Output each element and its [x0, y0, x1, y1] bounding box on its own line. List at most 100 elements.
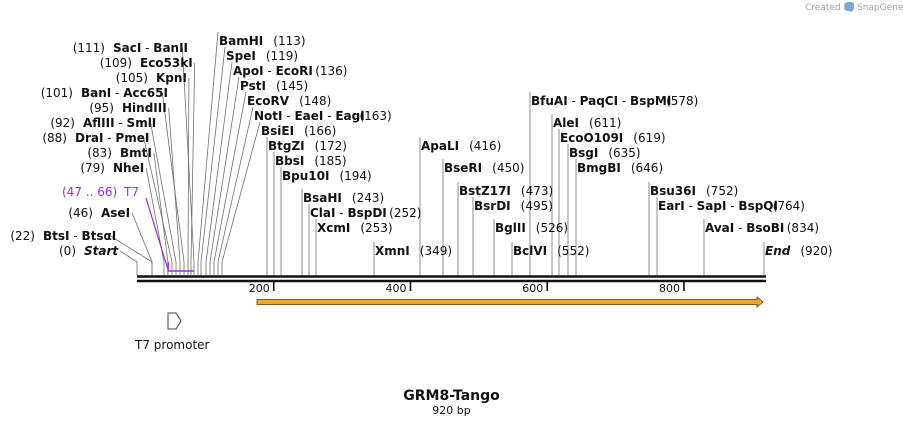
site-s9[interactable]: BanI - Acc65I(101): [41, 86, 168, 100]
enzyme-name: ClaI: [310, 206, 335, 220]
enzyme-separator: -: [70, 229, 82, 243]
site-s8[interactable]: HindIII(95): [89, 101, 166, 115]
enzyme-name: EaeI: [294, 109, 323, 123]
site-s39[interactable]: EarI - SapI - BspQI(764): [658, 199, 805, 213]
feature-t7-promoter[interactable]: T7 promoter: [134, 312, 210, 352]
site-s23[interactable]: BsaHI(243): [303, 191, 384, 205]
site-s33[interactable]: BfuAI - PaqCI - BspMI(578): [531, 94, 698, 108]
site-s37[interactable]: BmgBI (646): [577, 161, 663, 175]
enzyme-name: BseRI: [444, 161, 482, 175]
enzyme-name: BsiEI: [261, 124, 294, 138]
site-name: Bpu10I: [282, 169, 329, 183]
site-s6[interactable]: DraI - PmeI(88): [42, 131, 149, 145]
site-name: AleI: [553, 116, 579, 130]
site-position: (172): [315, 139, 347, 153]
site-name: BanI - Acc65I: [81, 86, 168, 100]
site-s28[interactable]: BseRI (450): [444, 161, 524, 175]
site-s38[interactable]: Bsu36I(752): [650, 184, 738, 198]
site-name: BmtI: [120, 146, 152, 160]
site-name: ClaI - BspDI: [310, 206, 387, 220]
enzyme-separator: -: [335, 206, 347, 220]
site-s30[interactable]: BsrDI(495): [474, 199, 553, 213]
site-position: (450): [492, 161, 524, 175]
site-position: (646): [631, 161, 663, 175]
site-s18[interactable]: NotI - EaeI - EagI(163): [254, 109, 392, 123]
site-position: (136): [315, 64, 347, 78]
site-s27[interactable]: ApaLI(416): [421, 139, 501, 153]
enzyme-separator: -: [618, 94, 630, 108]
snapgene-logo-icon: [845, 2, 854, 11]
site-position: (92): [50, 116, 75, 130]
site-name: BseRI: [444, 161, 482, 175]
site-name: BsaHI: [303, 191, 342, 205]
site-name: BsgI: [569, 146, 598, 160]
enzyme-name: BtsI: [43, 229, 70, 243]
site-s14[interactable]: SpeI(119): [226, 49, 298, 63]
site-s25[interactable]: XcmI(253): [317, 221, 393, 235]
site-name: AvaI - BsoBI: [705, 221, 784, 235]
snapgene-logo: SnapGene: [845, 2, 903, 13]
site-position: (148): [299, 94, 331, 108]
promoter-arrow-icon: [167, 312, 182, 330]
site-leader-lines: [110, 31, 765, 275]
map-title: GRM8-Tango: [403, 388, 500, 404]
map-length: 920 bp: [432, 404, 470, 417]
site-s20[interactable]: BtgZI(172): [268, 139, 347, 153]
site-s35[interactable]: EcoO109I(619): [560, 131, 666, 145]
site-s36[interactable]: BsgI (635): [569, 146, 641, 160]
enzyme-name: ApoI: [233, 64, 264, 78]
site-name: HindIII: [122, 101, 167, 115]
site-s10[interactable]: KpnI(105): [116, 71, 187, 85]
site-position: (635): [608, 146, 640, 160]
site-s7[interactable]: AflIII - SmlI(92): [50, 116, 156, 130]
site-s22[interactable]: Bpu10I(194): [282, 169, 372, 183]
primer-name: T7: [123, 185, 139, 199]
primer-t7[interactable]: (47 .. 66)T7: [62, 185, 195, 272]
site-s4[interactable]: NheI(79): [80, 161, 144, 175]
orf-arrow[interactable]: [256, 296, 764, 308]
site-s15[interactable]: ApoI - EcoRI(136): [233, 64, 347, 78]
site-s41[interactable]: End(920): [765, 244, 833, 258]
site-s34[interactable]: AleI(611): [553, 116, 621, 130]
enzyme-name: End: [765, 244, 791, 258]
site-s5[interactable]: BmtI(83): [87, 146, 152, 160]
enzyme-name: SpeI: [226, 49, 256, 63]
site-s29[interactable]: BstZ17I(473): [459, 184, 553, 198]
site-name: BglII: [495, 221, 526, 235]
enzyme-name: BspQI: [738, 199, 778, 213]
site-position: (764): [773, 199, 805, 213]
enzyme-separator: -: [115, 116, 127, 130]
enzyme-name: BsoBI: [746, 221, 784, 235]
site-name: ApoI - EcoRI: [233, 64, 313, 78]
enzyme-separator: -: [568, 94, 580, 108]
site-position: (526): [536, 221, 568, 235]
enzyme-name: HindIII: [122, 101, 167, 115]
enzyme-name: BmgBI: [577, 161, 621, 175]
site-s19[interactable]: BsiEI(166): [261, 124, 336, 138]
site-s21[interactable]: BbsI(185): [275, 154, 347, 168]
site-s16[interactable]: PstI(145): [240, 79, 308, 93]
site-s24[interactable]: ClaI - BspDI(252): [310, 206, 421, 220]
site-s26[interactable]: XmnI(349): [375, 244, 452, 258]
site-s1[interactable]: BtsI - BtsαI(22): [10, 229, 116, 243]
site-s13[interactable]: BamHI(113): [219, 34, 306, 48]
enzyme-name: Acc65I: [123, 86, 168, 100]
credit-text: Created by: [805, 3, 855, 13]
site-s40[interactable]: AvaI - BsoBI(834): [705, 221, 819, 235]
snapgene-brand: SnapGene: [857, 3, 903, 13]
site-s17[interactable]: EcoRV(148): [247, 94, 331, 108]
orf-arrow-shape: [256, 296, 764, 308]
site-name: Eco53kI: [140, 56, 193, 70]
enzyme-name: BsaHI: [303, 191, 342, 205]
site-s32[interactable]: BclVI(552): [513, 244, 589, 258]
site-s11[interactable]: Eco53kI(109): [100, 56, 193, 70]
site-name: DraI - PmeI: [75, 131, 149, 145]
leader-line: [221, 121, 261, 275]
site-name: XcmI: [317, 221, 350, 235]
site-s12[interactable]: SacI - BanII(111): [73, 41, 188, 55]
site-s31[interactable]: BglII (526): [495, 221, 568, 235]
site-s2[interactable]: Start(0): [59, 244, 119, 258]
site-s3[interactable]: AseI(46): [68, 206, 130, 220]
site-name: BfuAI - PaqCI - BspMI: [531, 94, 671, 108]
enzyme-name: EarI: [658, 199, 685, 213]
